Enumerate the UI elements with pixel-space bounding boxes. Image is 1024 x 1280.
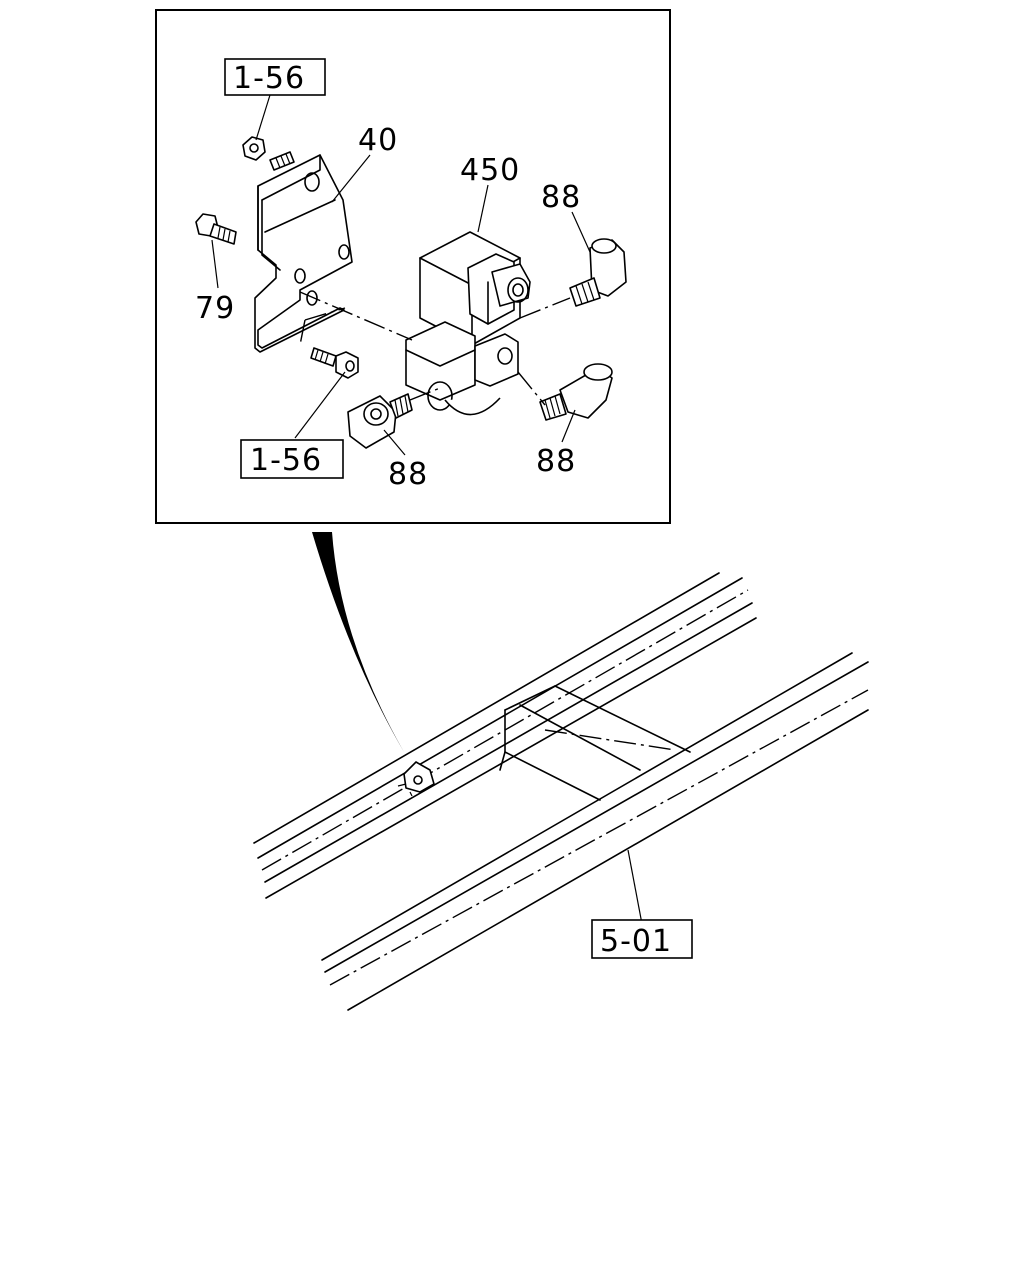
- leader-lines: [211, 94, 591, 456]
- ref-label-bottom: 1-56: [250, 443, 322, 478]
- assembly-line-2: [299, 307, 346, 346]
- ref-label-top: 1-56: [233, 61, 305, 96]
- stud: [269, 151, 295, 171]
- assembly-line-5: [409, 387, 441, 401]
- ref-box-frame-5-01[interactable]: 5-01: [591, 919, 693, 959]
- part-label-40[interactable]: 40: [358, 123, 398, 158]
- leader-frame: [627, 849, 643, 925]
- part-label-450[interactable]: 450: [460, 153, 520, 188]
- bolt-79: [195, 213, 237, 245]
- part-label-88-bottom-right[interactable]: 88: [536, 444, 576, 479]
- detail-inset-frame: [155, 9, 671, 524]
- ref-box-bottom-1-56[interactable]: 1-56: [240, 439, 344, 479]
- assembly-line-3: [519, 297, 571, 319]
- ref-label-frame: 5-01: [600, 924, 672, 959]
- fitting-88-left: [347, 393, 413, 449]
- location-pointer: [312, 532, 404, 752]
- flange-nut: [242, 136, 266, 161]
- valve-450: [405, 231, 531, 416]
- valve-location-marker: [397, 761, 435, 797]
- part-label-88-bottom-left[interactable]: 88: [388, 457, 428, 492]
- fitting-88-top: [569, 238, 627, 307]
- part-label-88-top[interactable]: 88: [541, 180, 581, 215]
- mounting-bracket: [254, 154, 353, 353]
- ref-box-top-1-56[interactable]: 1-56: [224, 58, 326, 96]
- assembly-line-4: [517, 371, 546, 406]
- assembly-line-1: [299, 291, 413, 341]
- part-label-79[interactable]: 79: [195, 291, 235, 326]
- bolt-lower: [310, 347, 359, 379]
- chassis-frame: [253, 572, 869, 1011]
- fitting-88-right: [539, 363, 613, 421]
